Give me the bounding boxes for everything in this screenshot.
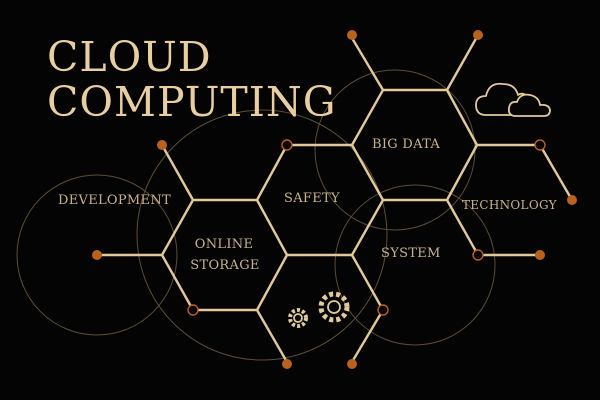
label-development: DEVELOPMENT	[58, 193, 171, 208]
label-technology: TECHNOLOGY	[462, 198, 557, 212]
label-big-data: BIG DATA	[372, 137, 441, 152]
label-online-storage-2: STORAGE	[190, 258, 260, 273]
cloud-icon	[475, 82, 551, 117]
title-line-1: CLOUD	[47, 33, 212, 81]
title-line-2: COMPUTING	[47, 78, 337, 126]
label-online-storage-1: ONLINE	[194, 237, 254, 252]
gears-icon	[288, 291, 350, 328]
label-safety: SAFETY	[284, 191, 340, 206]
label-system: SYSTEM	[381, 246, 441, 261]
node-dots	[92, 30, 577, 369]
